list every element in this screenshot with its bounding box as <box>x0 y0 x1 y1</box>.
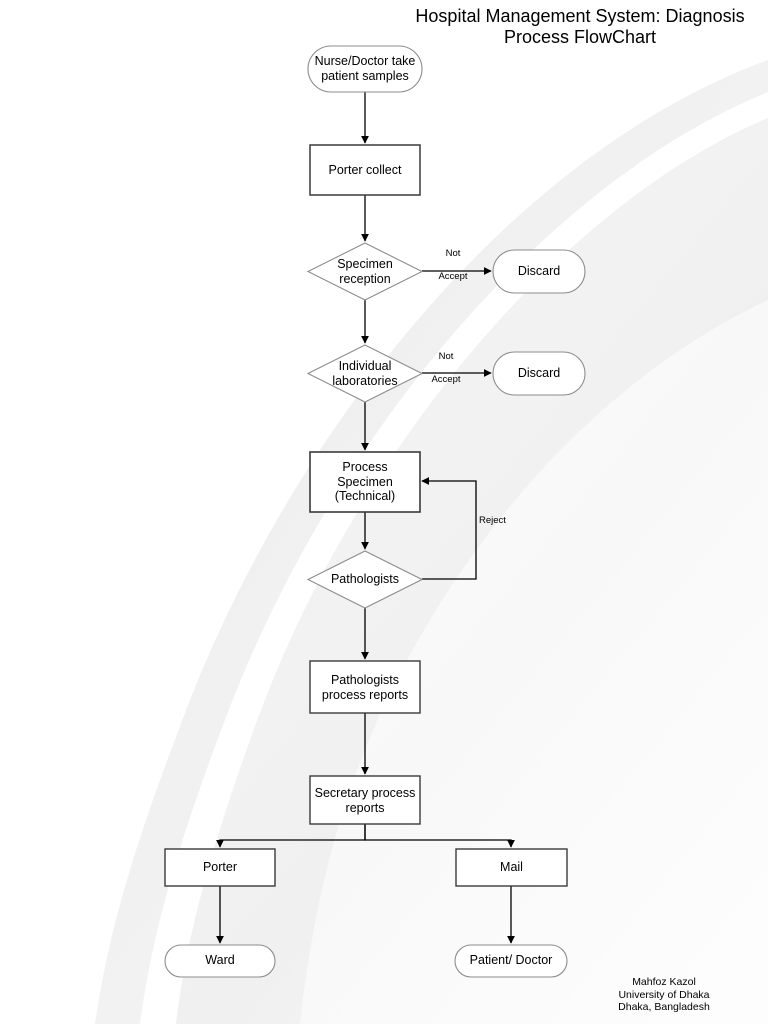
chart-title-line-1: Hospital Management System: Diagnosis <box>415 6 745 26</box>
author-location: Dhaka, Bangladesh <box>618 1001 710 1013</box>
node-porter-collect-shape[interactable] <box>309 144 421 196</box>
node-start-shape[interactable] <box>307 45 423 93</box>
node-mail-shape[interactable] <box>455 848 568 887</box>
node-secretary-reports-shape[interactable] <box>309 775 421 825</box>
node-discard-2-shape[interactable] <box>492 351 586 396</box>
author-name: Mahfoz Kazol <box>632 976 696 988</box>
author-institution: University of Dhaka <box>618 988 710 1001</box>
chart-title-line-2: Process FlowChart <box>503 27 657 47</box>
node-individual-labs-shape[interactable] <box>306 344 424 403</box>
edge-pathologists-reject-loop <box>421 477 477 580</box>
edge-secretary-to-mail-branch <box>364 824 515 848</box>
node-patient-doctor-shape[interactable] <box>454 944 568 978</box>
node-pathologists-reports-shape[interactable] <box>309 660 421 714</box>
node-group <box>164 45 586 978</box>
chart-title: Hospital Management System: Diagnosis Pr… <box>398 6 762 48</box>
node-ward-shape[interactable] <box>164 944 276 978</box>
node-porter-shape[interactable] <box>164 848 276 887</box>
node-specimen-reception-shape[interactable] <box>306 242 424 301</box>
node-process-specimen-shape[interactable] <box>309 451 421 513</box>
node-pathologists-shape[interactable] <box>306 550 424 609</box>
author-signature: Mahfoz Kazol University of Dhaka Dhaka, … <box>566 976 762 1014</box>
edge-secretary-to-porter-branch <box>216 824 366 848</box>
node-discard-1-shape[interactable] <box>492 249 586 294</box>
connector-group <box>216 92 515 944</box>
